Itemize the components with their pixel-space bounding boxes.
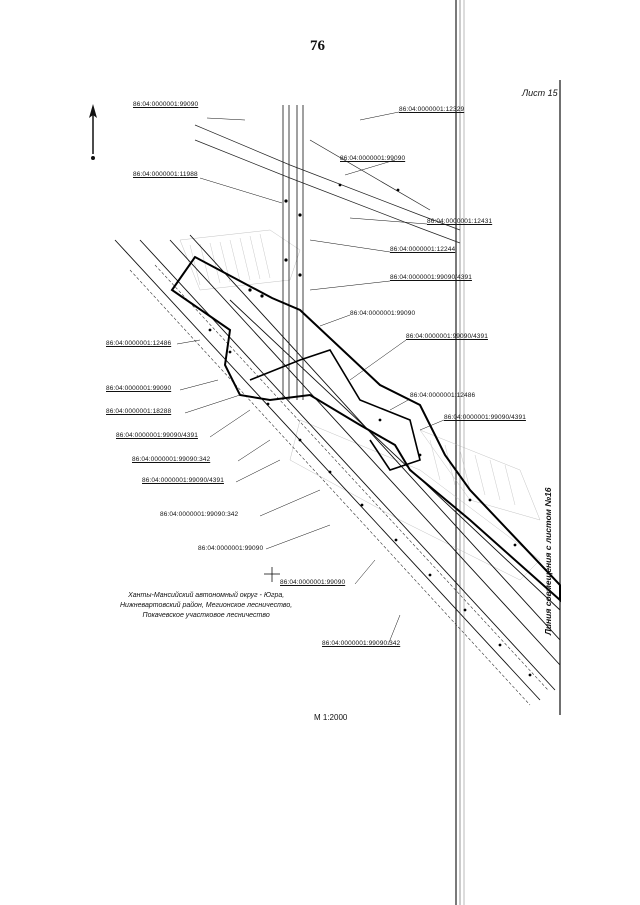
sheet-label: Лист 15 [522,88,558,98]
cadastral-label: 86:04:0000001:99090 [106,385,172,392]
cadastral-label: 86:04:0000001:99090 [198,545,264,552]
cadastral-label: 86:04:0000001:12244 [390,246,456,253]
cadastral-label: 86:04:0000001:12486 [106,340,172,347]
admin-location-text: Ханты-Мансийский автономный округ - Югра… [120,591,292,621]
north-arrow-icon [89,104,97,160]
cadastral-label: 86:04:0000001:99090/4391 [390,274,472,281]
cadastral-label: 86:04:0000001:99090 [133,101,199,108]
page-number: 76 [310,38,325,54]
cadastral-label: 86:04:0000001:12486 [410,392,476,399]
cadastral-label: 86:04:0000001:99090/4391 [116,432,198,439]
cadastral-label: 86:04:0000001:18288 [106,408,172,415]
admin-line: Покачевское участковое лесничество [142,612,270,619]
cadastral-label: 86:04:0000001:99090/4391 [406,333,488,340]
cadastral-label: 86:04:0000001:99090:342 [160,511,239,518]
allotment-boundary [170,255,561,603]
cadastral-label: 86:04:0000001:99090:342 [132,456,211,463]
match-line-label: Линия совмещения с листом №16 [543,487,553,635]
cadastral-label: 86:04:0000001:99090:342 [322,640,401,647]
cadastral-label: 86:04:0000001:99090/4391 [444,414,526,421]
cadastral-label: 86:04:0000001:12329 [399,106,465,113]
cadastral-label: 86:04:0000001:99090 [340,155,406,162]
cadastral-label: 86:04:0000001:99090/4391 [142,477,224,484]
cadastral-label: 86:04:0000001:99090 [280,579,346,586]
admin-line: Нижневартовский район, Мегионское леснич… [120,602,293,609]
cadastral-label: 86:04:0000001:11988 [133,171,198,178]
admin-line: Ханты-Мансийский автономный округ - Югра… [128,592,285,599]
cadastral-label: 86:04:0000001:12431 [427,218,493,225]
cadastral-label: 86:04:0000001:99090 [350,310,416,317]
scale-label: М 1:2000 [314,713,348,722]
